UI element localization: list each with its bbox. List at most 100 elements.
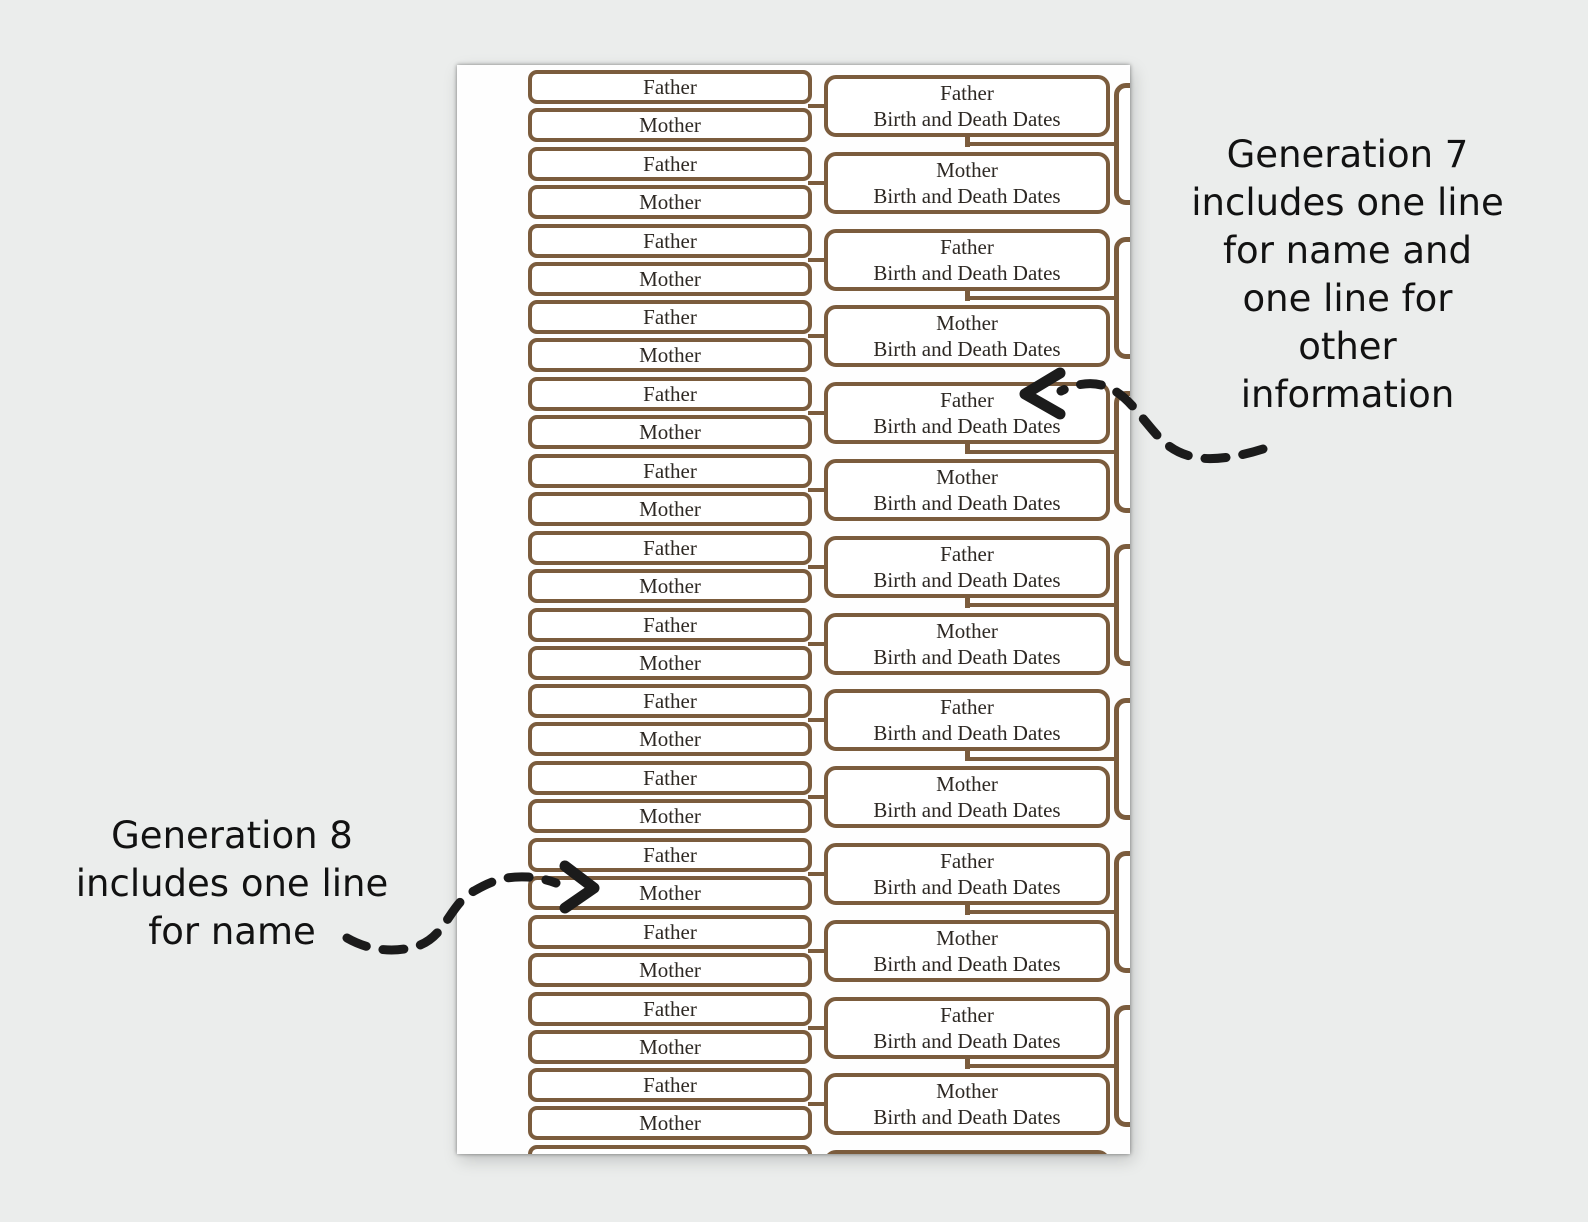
- pair-connector-line: [808, 1025, 826, 1030]
- bracket-connector-line: [965, 910, 1120, 915]
- gen7-detail-line: Birth and Death Dates: [873, 951, 1061, 976]
- gen8-father-box: Father: [528, 146, 812, 181]
- gen7-name-line: Father: [940, 541, 994, 566]
- gen7-name-line: Mother: [936, 1079, 998, 1104]
- bracket-connector-line: [965, 449, 1120, 454]
- gen7-name-line: Father: [940, 234, 994, 259]
- gen6-partial-box: [1114, 390, 1130, 513]
- bracket-stub-line: [965, 137, 970, 147]
- gen7-detail-line: Birth and Death Dates: [873, 798, 1061, 823]
- pair-connector-line: [808, 257, 826, 262]
- gen8-father-box: Father: [528, 1145, 812, 1154]
- gen6-partial-box: [1114, 697, 1130, 820]
- gen7-detail-line: Birth and Death Dates: [873, 491, 1061, 515]
- pair-connector-line: [808, 641, 826, 646]
- gen8-father-box: Father: [528, 300, 812, 335]
- gen8-father-box: Father: [528, 1068, 812, 1103]
- gen6-partial-box: [1114, 237, 1130, 359]
- gen7-name-line: Mother: [936, 157, 998, 182]
- bracket-connector-line: [965, 1064, 1120, 1068]
- gen6-partial-box: [1114, 1005, 1130, 1127]
- gen8-mother-box: Mother: [528, 1029, 812, 1064]
- pair-connector-line: [808, 411, 826, 416]
- gen7-detail-line: Birth and Death Dates: [873, 644, 1061, 669]
- gen7-name-line: Father: [940, 1002, 994, 1027]
- gen7-detail-line: Birth and Death Dates: [873, 1105, 1061, 1130]
- gen8-father-box: Father: [528, 454, 812, 488]
- gen8-mother-box: Mother: [528, 261, 812, 296]
- gen8-father-box: Father: [528, 607, 812, 642]
- gen8-father-box: Father: [528, 223, 812, 258]
- bracket-stub-line: [965, 290, 970, 301]
- gen8-mother-box: Mother: [528, 952, 812, 987]
- gen8-mother-box: Mother: [528, 722, 812, 757]
- gen8-mother-box: Mother: [528, 1106, 812, 1141]
- bracket-connector-line: [965, 296, 1120, 300]
- gen7-name-line: Mother: [936, 618, 998, 643]
- gen7-name-line: Father: [940, 849, 994, 873]
- pair-connector-line: [808, 718, 826, 723]
- gen7-name-line: Mother: [936, 311, 998, 336]
- gen7-detail-line: Birth and Death Dates: [873, 1028, 1061, 1053]
- bracket-stub-line: [965, 905, 970, 915]
- bracket-connector-line: [965, 603, 1120, 608]
- pair-connector-line: [808, 104, 826, 108]
- gen8-mother-box: Mother: [528, 645, 812, 680]
- bracket-connector-line: [965, 142, 1120, 147]
- gen8-mother-box: Mother: [528, 568, 812, 603]
- gen8-father-box: Father: [528, 70, 812, 104]
- generation8-annotation: Generation 8 includes one line for name: [75, 814, 389, 953]
- gen7-detail-line: Birth and Death Dates: [873, 567, 1061, 592]
- gen8-mother-box: Mother: [528, 799, 812, 834]
- gen7-detail-line: Birth and Death Dates: [873, 337, 1061, 362]
- generation7-annotation: Generation 7 includes one line for name …: [1191, 133, 1504, 416]
- gen8-father-box: Father: [528, 761, 812, 796]
- gen7-detail-line: Birth and Death Dates: [873, 721, 1061, 746]
- gen8-father-box: Father: [528, 684, 812, 719]
- bracket-stub-line: [965, 1058, 970, 1069]
- gen8-mother-box: Mother: [528, 415, 812, 450]
- gen6-partial-box: [1114, 544, 1130, 667]
- gen7-detail-line: Birth and Death Dates: [873, 183, 1061, 208]
- gen8-mother-box: Mother: [528, 108, 812, 142]
- gen6-partial-box: [1114, 83, 1130, 206]
- gen8-father-box: Father: [528, 838, 812, 872]
- gen7-name-line: Mother: [936, 772, 998, 797]
- gen8-father-box: Father: [528, 991, 812, 1026]
- gen8-father-box: Father: [528, 377, 812, 412]
- bracket-stub-line: [965, 444, 970, 455]
- gen7-detail-line: Birth and Death Dates: [873, 260, 1061, 285]
- pair-connector-line: [808, 948, 826, 953]
- pair-connector-line: [808, 488, 826, 492]
- pair-connector-line: [808, 180, 826, 185]
- gen7-name-line: Father: [940, 81, 994, 105]
- bracket-stub-line: [965, 597, 970, 608]
- pair-connector-line: [808, 334, 826, 339]
- gen7-name-line: Mother: [936, 465, 998, 489]
- gen7-detail-line: Birth and Death Dates: [873, 414, 1061, 439]
- gen7-name-line: Father: [940, 695, 994, 720]
- gen7-name-line: Father: [940, 388, 994, 413]
- pair-connector-line: [808, 795, 826, 800]
- pair-connector-line: [808, 1102, 826, 1107]
- pair-connector-line: [808, 564, 826, 569]
- gen7-name-line: Mother: [936, 925, 998, 950]
- gen6-partial-box: [1114, 851, 1130, 974]
- gen8-father-box: Father: [528, 914, 812, 949]
- gen8-mother-box: Mother: [528, 876, 812, 910]
- gen8-mother-box: Mother: [528, 184, 812, 219]
- bracket-connector-line: [965, 756, 1120, 761]
